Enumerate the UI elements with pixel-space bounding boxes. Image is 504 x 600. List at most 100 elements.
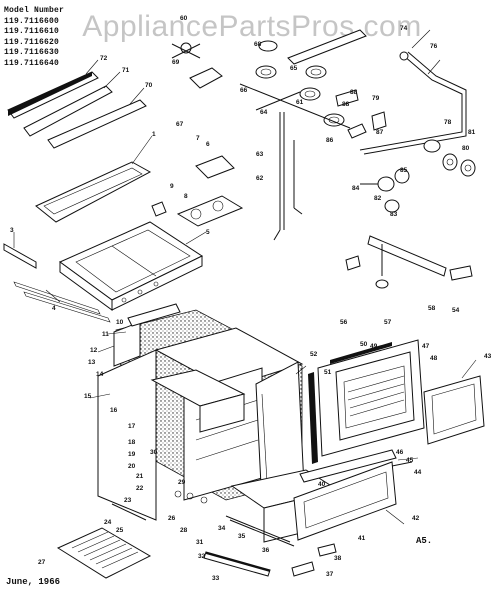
model-number-title: Model Number (4, 6, 65, 15)
model-number-3: 119.7116620 (4, 37, 60, 47)
oven-body (97, 303, 305, 521)
callout-17: 17 (128, 423, 136, 430)
callout-38: 38 (334, 555, 342, 562)
callout-31: 31 (196, 539, 204, 546)
model-number-5: 119.7116640 (4, 58, 60, 68)
model-number-1: 119.7116600 (4, 16, 60, 26)
callout-49: 49 (370, 343, 378, 350)
callout-78: 78 (444, 119, 452, 126)
callout-42: 42 (412, 515, 420, 522)
callout-57: 57 (384, 319, 392, 326)
callout-67: 67 (176, 121, 184, 128)
callout-33: 33 (212, 575, 220, 582)
model-number-2: 119.7116610 (4, 27, 60, 36)
callout-23: 23 (124, 497, 132, 504)
callout-86: 86 (326, 137, 334, 144)
callout-52: 52 (310, 351, 318, 358)
callout-71: 71 (122, 67, 130, 74)
callout-32: 32 (198, 553, 206, 560)
callout-81: 81 (468, 129, 476, 136)
callout-11: 11 (102, 331, 109, 338)
callout-48: 48 (430, 355, 438, 362)
callout-74: 74 (400, 25, 408, 32)
callout-16: 16 (110, 407, 118, 414)
callout-1: 1 (152, 131, 156, 138)
callout-76: 76 (430, 43, 438, 50)
model-number-4: 119.7116630 (4, 48, 60, 57)
callout-36: 36 (262, 547, 270, 554)
gas-manifold-valves (359, 51, 476, 213)
callout-28: 28 (180, 527, 188, 534)
broiler-drawer (225, 449, 413, 547)
callout-44: 44 (414, 469, 422, 476)
callout-72: 72 (100, 55, 108, 62)
callout-41: 41 (358, 535, 366, 542)
callout-45: 45 (406, 457, 414, 464)
callout-22: 22 (136, 485, 144, 492)
callout-43: 43 (484, 353, 492, 360)
callout-83: 83 (390, 211, 398, 218)
cooktop (59, 221, 204, 311)
callout-69: 69 (172, 59, 180, 66)
callout-50: 50 (360, 341, 368, 348)
callout-34: 34 (218, 525, 226, 532)
callout-79: 79 (372, 95, 380, 102)
callout-65: 65 (290, 65, 298, 72)
door-window-glass (423, 375, 485, 445)
callout-60: 60 (180, 15, 188, 22)
callout-40: 40 (318, 481, 326, 488)
callout-13: 13 (88, 359, 96, 366)
watermark: AppliancePartsPros.com (82, 10, 422, 43)
callout-80: 80 (462, 145, 470, 152)
callout-10: 10 (116, 319, 124, 326)
model-number-block: Model Number 119.7116600 119.7116610 119… (4, 6, 64, 69)
page-code: A5. (416, 536, 433, 546)
callout-35: 35 (238, 533, 246, 540)
callout-25: 25 (116, 527, 124, 534)
callout-64: 64 (260, 109, 268, 116)
burner-assembly (171, 29, 387, 241)
callout-66: 66 (240, 87, 248, 94)
callout-87: 87 (376, 129, 384, 136)
leader-lines (13, 29, 477, 525)
callout-89: 88 (342, 101, 350, 108)
callout-37: 37 (326, 571, 334, 578)
callout-84: 84 (352, 185, 360, 192)
burner-pads (151, 155, 244, 227)
callout-51: 51 (324, 369, 332, 376)
callout-82: 82 (374, 195, 382, 202)
callout-6: 6 (206, 141, 210, 148)
callout-68: 68 (254, 41, 262, 48)
oven-door (308, 339, 425, 464)
callout-63: 63 (256, 151, 264, 158)
callout-61: 61 (296, 99, 304, 106)
callout-58: 58 (428, 305, 436, 312)
callout-24: 24 (104, 519, 112, 526)
callout-7: 7 (196, 135, 200, 142)
callout-29: 29 (178, 479, 186, 486)
callout-54: 54 (452, 307, 460, 314)
revision-date: June, 1966 (6, 577, 61, 587)
callout-18: 18 (128, 439, 136, 446)
callout-46: 46 (396, 449, 404, 456)
callout-5: 5 (206, 229, 210, 236)
side-trim-strips (7, 71, 147, 149)
bottom-parts (56, 503, 337, 579)
callout-labels: 72 71 70 1 6 7 9 8 5 3 4 60 68 69 67 66 … (10, 15, 492, 582)
callout-3: 3 (10, 227, 14, 234)
callout-26: 26 (168, 515, 176, 522)
callout-8: 8 (184, 193, 188, 200)
callout-12: 12 (90, 347, 98, 354)
callout-56: 56 (340, 319, 348, 326)
callout-47: 47 (422, 343, 430, 350)
broiler-burner (345, 235, 473, 289)
callout-9: 9 (170, 183, 174, 190)
backsplash-panel (35, 161, 152, 223)
callout-62: 62 (256, 175, 264, 182)
callout-70: 70 (145, 82, 153, 89)
callout-30: 30 (150, 449, 158, 456)
lower-trim-strips (3, 243, 111, 323)
callout-19: 19 (128, 451, 136, 458)
